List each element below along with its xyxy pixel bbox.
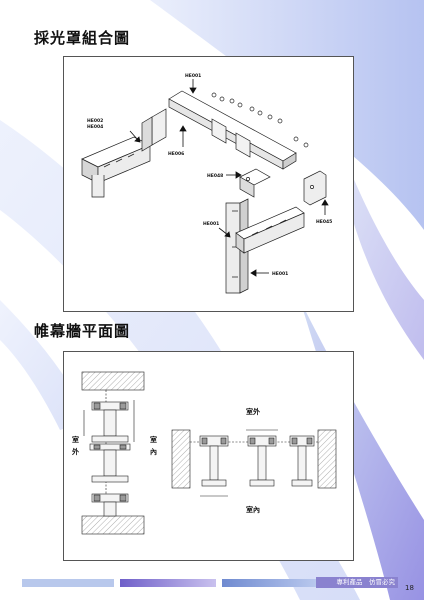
part-label-he001-bottom: HE001 <box>272 271 288 277</box>
plan-drawing: 室 外 室 內 室外 室內 <box>72 371 337 535</box>
assembly-drawing-panel: HE001 HE002 HE004 HE006 HE048 HE045 HE00… <box>63 56 354 312</box>
footer-bar-1 <box>22 579 114 587</box>
assembly-drawing: HE001 HE002 HE004 HE006 HE048 HE045 HE00… <box>81 73 332 294</box>
part-label-he001-left: HE001 <box>203 221 219 227</box>
room-label-outside-left-2: 外 <box>72 447 79 456</box>
footer-bar-3 <box>222 579 318 587</box>
footer-patent-label: 專利產品 仿冒必究 <box>316 577 398 588</box>
room-label-inside-left-2: 內 <box>150 447 157 456</box>
part-label-he006: HE006 <box>168 151 184 157</box>
room-label-inside-right: 室內 <box>246 505 260 514</box>
footer-bar-2 <box>120 579 216 587</box>
room-label-outside-left-1: 室 <box>72 435 79 444</box>
part-label-he048: HE048 <box>207 173 223 179</box>
part-label-he045: HE045 <box>316 219 332 225</box>
room-label-outside-right: 室外 <box>246 407 260 416</box>
section-title-skylight: 採光罩組合圖 <box>34 29 131 47</box>
plan-drawing-panel: 室 外 室 內 室外 室內 <box>63 351 354 561</box>
room-label-inside-left-1: 室 <box>150 435 157 444</box>
part-label-he002: HE002 <box>87 118 103 124</box>
page-number: 18 <box>405 584 414 592</box>
part-label-he001-top: HE001 <box>185 73 201 79</box>
section-title-curtain-wall: 帷幕牆平面圖 <box>34 322 131 340</box>
part-label-he004: HE004 <box>87 124 103 130</box>
